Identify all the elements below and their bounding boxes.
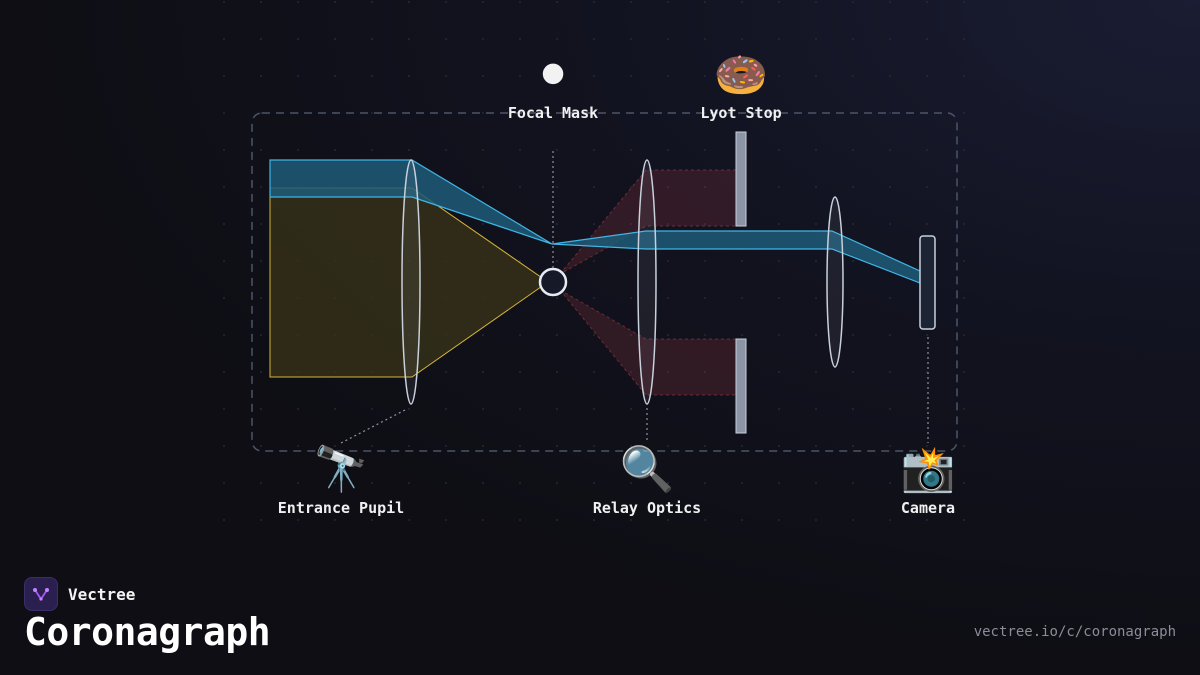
entrance-lens [401,159,421,405]
telescope-icon: 🔭 [313,444,369,495]
source-url[interactable]: vectree.io/c/coronagraph [973,624,1176,640]
relay-lens [637,159,657,405]
lyot-stop-label: Lyot Stop [700,104,782,122]
page-title: Coronagraph [24,610,271,654]
camera-lens [826,196,844,368]
focal-mask-occulter [538,267,568,297]
planet-beam-input [269,159,553,245]
relay-optics-label: Relay Optics [592,499,702,517]
instrument-frame [251,112,958,452]
entrance-pupil-leader [340,409,406,444]
brand-name: Vectree [68,584,136,604]
brand: Vectree [24,577,135,611]
camera-label: Camera [900,499,956,517]
entrance-pupil-label: Entrance Pupil [277,499,405,517]
black-circle-icon: ⚫ [534,50,572,101]
camera-flash-icon: 📸 [900,444,956,495]
lyot-stop-upper-blade [735,131,747,227]
magnifier-icon: 🔍 [619,444,675,495]
donut-icon: 🍩 [713,50,769,101]
camera-detector [919,235,936,330]
focal-mask-label: Focal Mask [507,104,599,122]
vectree-logo-icon [24,577,58,611]
lyot-stop-lower-blade [735,338,747,434]
